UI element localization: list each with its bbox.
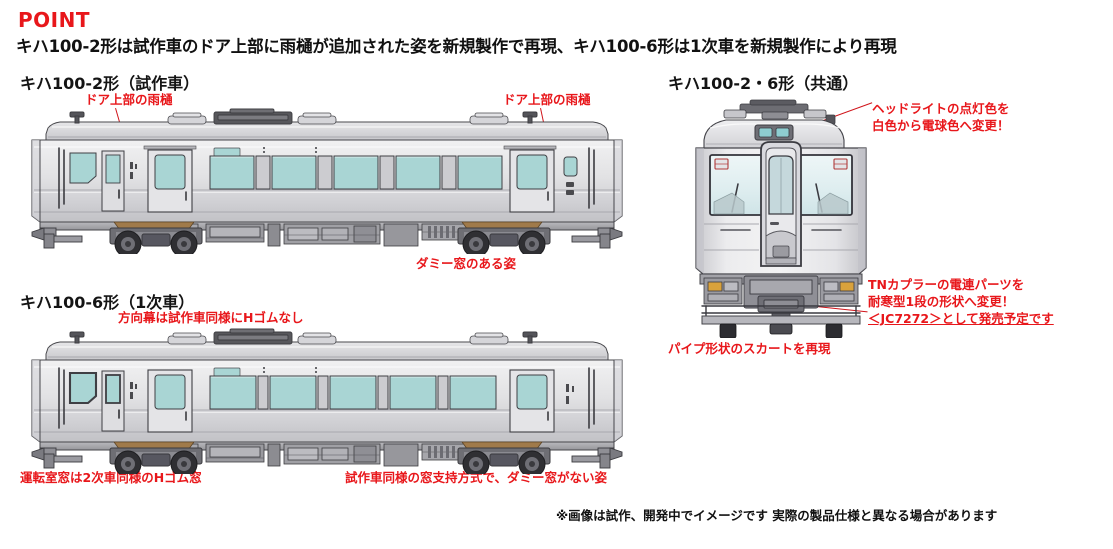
callout-dummy-window: ダミー窓のある姿 [416, 256, 517, 271]
callout-headlight-color: ヘッドライトの点灯色を 白色から電球色へ変更！ [872, 101, 1010, 135]
callout-window-support: 試作車同様の窓支持方式で、ダミー窓がない姿 [345, 470, 608, 485]
callout-tn-coupler: TNカプラーの電連パーツを 耐寒型1段の形状へ変更！ ＜JC7272＞として発売… [868, 277, 1054, 328]
callout-cab-window: 運転室窓は2次車同様のHゴム窓 [20, 470, 202, 485]
callout-headlight-color-line1: ヘッドライトの点灯色を [872, 101, 1010, 116]
point-label: POINT [18, 8, 90, 32]
callout-tn-coupler-line2: 耐寒型1段の形状へ変更！ [868, 293, 1015, 309]
illustration-kiha100-2-side [18, 104, 638, 254]
callout-pipe-skirt: パイプ形状のスカートを再現 [668, 341, 831, 356]
callout-rear-door-gutter: ドア上部の雨樋 [503, 92, 591, 107]
section-title-kiha100-front: キハ100-2・6形（共通） [668, 74, 859, 93]
illustration-kiha100-6-side [18, 324, 638, 474]
callout-headlight-color-line2: 白色から電球色へ変更！ [872, 117, 1010, 133]
headline-text: キハ100-2形は試作車のドア上部に雨樋が追加された姿を新規製作で再現、キハ10… [16, 37, 897, 56]
section-title-kiha100-6: キハ100-6形（1次車） [20, 293, 195, 312]
callout-front-door-gutter: ドア上部の雨樋 [85, 92, 173, 107]
section-title-kiha100-2: キハ100-2形（試作車） [20, 74, 200, 93]
footer-disclaimer: ※画像は試作、開発中でイメージです 実際の製品仕様と異なる場合があります [556, 508, 998, 523]
illustration-kiha100-front-view [666, 98, 896, 338]
callout-tn-coupler-product-code: ＜JC7272＞として発売予定です [868, 310, 1054, 326]
callout-destination-sign: 方向幕は試作車同様にHゴムなし [118, 310, 304, 325]
callout-tn-coupler-line1: TNカプラーの電連パーツを [868, 277, 1025, 292]
